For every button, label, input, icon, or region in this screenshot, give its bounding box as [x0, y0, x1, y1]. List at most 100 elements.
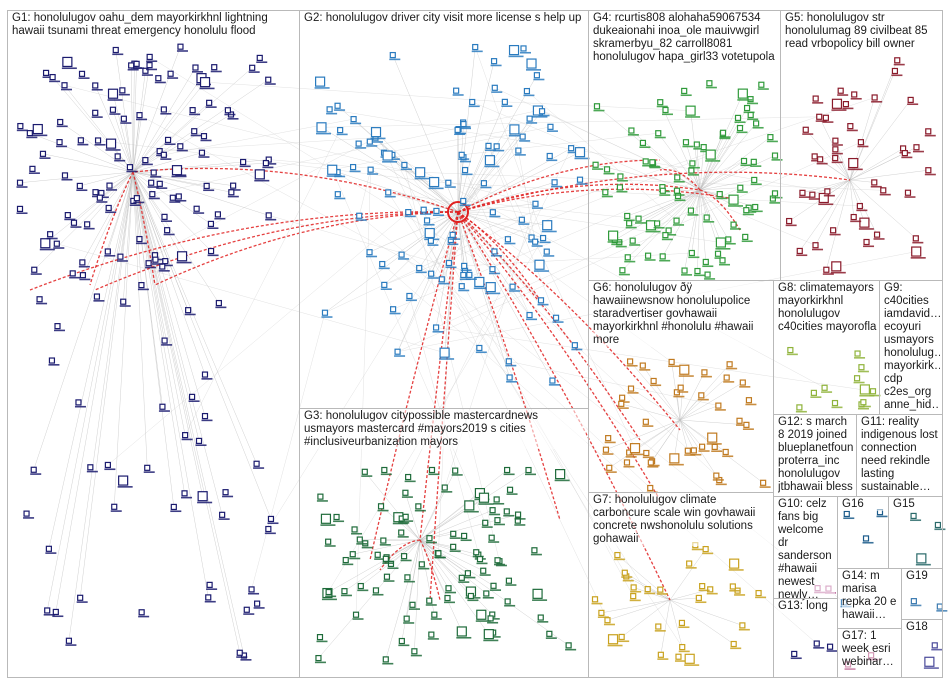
node-g1 [219, 511, 226, 518]
node-g3 [383, 573, 391, 580]
node-label-bar [488, 272, 500, 275]
node-g8 [831, 399, 839, 407]
node-label-bar [508, 134, 524, 137]
node-label-bar [366, 145, 378, 147]
node-label-bar [822, 273, 834, 275]
edge [382, 263, 817, 644]
node-g1 [29, 165, 36, 172]
edge [19, 171, 134, 183]
node-label-bar [145, 266, 157, 269]
node-g1 [207, 220, 215, 228]
edge [364, 471, 421, 541]
node-label-bar [742, 213, 754, 216]
node-g2 [469, 98, 476, 106]
node-g2 [350, 115, 357, 123]
node-g6 [736, 417, 743, 424]
node-g1 [249, 64, 256, 71]
node-label-bar [160, 158, 172, 160]
edge [397, 141, 861, 352]
node-label-bar [837, 94, 849, 96]
node-g3 [494, 517, 501, 524]
node-g1 [160, 151, 167, 158]
edge [60, 121, 134, 173]
node-label-bar [893, 63, 905, 66]
node-label-bar [798, 196, 810, 198]
node-label-bar [815, 120, 827, 122]
node-g1 [181, 490, 188, 497]
node-label-bar [751, 210, 763, 213]
node-label-bar [135, 242, 147, 245]
node-label-bar [823, 194, 835, 197]
node-label-bar [126, 170, 138, 173]
node-g1 [248, 586, 255, 593]
node-label-bar [158, 270, 170, 272]
node-label-bar [105, 211, 117, 214]
node-g2 [389, 306, 397, 313]
node-label-bar [857, 370, 869, 373]
node-label-bar [853, 381, 865, 384]
edge [679, 419, 695, 451]
node-g6 [627, 358, 634, 365]
node-label-bar [668, 365, 680, 368]
node-g3 [458, 574, 465, 581]
edge [419, 487, 445, 541]
node-label-bar [197, 501, 213, 504]
edge [419, 539, 494, 587]
node-label-bar [23, 517, 35, 519]
edge [691, 189, 701, 254]
node-g4 [742, 233, 749, 241]
node-label-bar [104, 468, 116, 471]
node-label-bar [924, 173, 936, 176]
node-label-bar [802, 133, 814, 135]
node-g7 [739, 622, 746, 629]
node-g8 [858, 364, 865, 371]
node-g6 [684, 447, 691, 454]
edge [56, 243, 445, 353]
node-label-bar [459, 278, 471, 281]
edge [419, 539, 484, 571]
node-g1 [45, 545, 52, 552]
node-g1 [265, 76, 272, 83]
node-label-bar [857, 145, 869, 148]
node-label-bar [615, 245, 627, 248]
edge [669, 599, 743, 626]
edge [268, 159, 421, 173]
node-label-bar [494, 563, 506, 566]
node-label-bar [334, 109, 346, 111]
node-label-bar [647, 465, 659, 468]
node-g3 [398, 637, 405, 645]
node-label-bar [745, 403, 757, 406]
node-label-bar [755, 596, 767, 599]
node-label-bar [795, 410, 807, 413]
node-g2 [533, 72, 540, 79]
node-label-bar [693, 148, 705, 150]
node-g5 [904, 189, 912, 196]
node-label-bar [207, 254, 219, 257]
node-label-bar [635, 222, 647, 224]
node-label-bar [377, 509, 389, 512]
node-g4 [771, 152, 779, 159]
node-label-bar [645, 230, 661, 233]
node-g1 [189, 107, 196, 114]
node-g3 [426, 597, 433, 604]
node-label-bar [432, 330, 444, 333]
node-label-bar [181, 438, 193, 441]
node-g13 [791, 650, 798, 658]
node-label-bar [215, 306, 227, 309]
node-g6 [699, 443, 706, 450]
node-label-bar [533, 78, 545, 81]
node-label-bar [46, 237, 58, 240]
group-label-g8: G8: climatemayors mayorkirkhnl honolulug… [778, 282, 877, 334]
node-label-bar [484, 165, 500, 168]
node-label-bar [53, 247, 65, 249]
node-g3 [476, 609, 487, 620]
node-g2 [316, 122, 327, 133]
node-g3 [493, 496, 500, 503]
node-g1 [92, 189, 99, 196]
node-label-bar [48, 364, 60, 366]
node-g2 [485, 282, 496, 293]
group-label-g10: G10: celz fans big welcome dr sanderson … [778, 498, 835, 602]
node-g3 [490, 582, 497, 589]
edge [414, 539, 421, 652]
node-label-bar [593, 109, 605, 112]
